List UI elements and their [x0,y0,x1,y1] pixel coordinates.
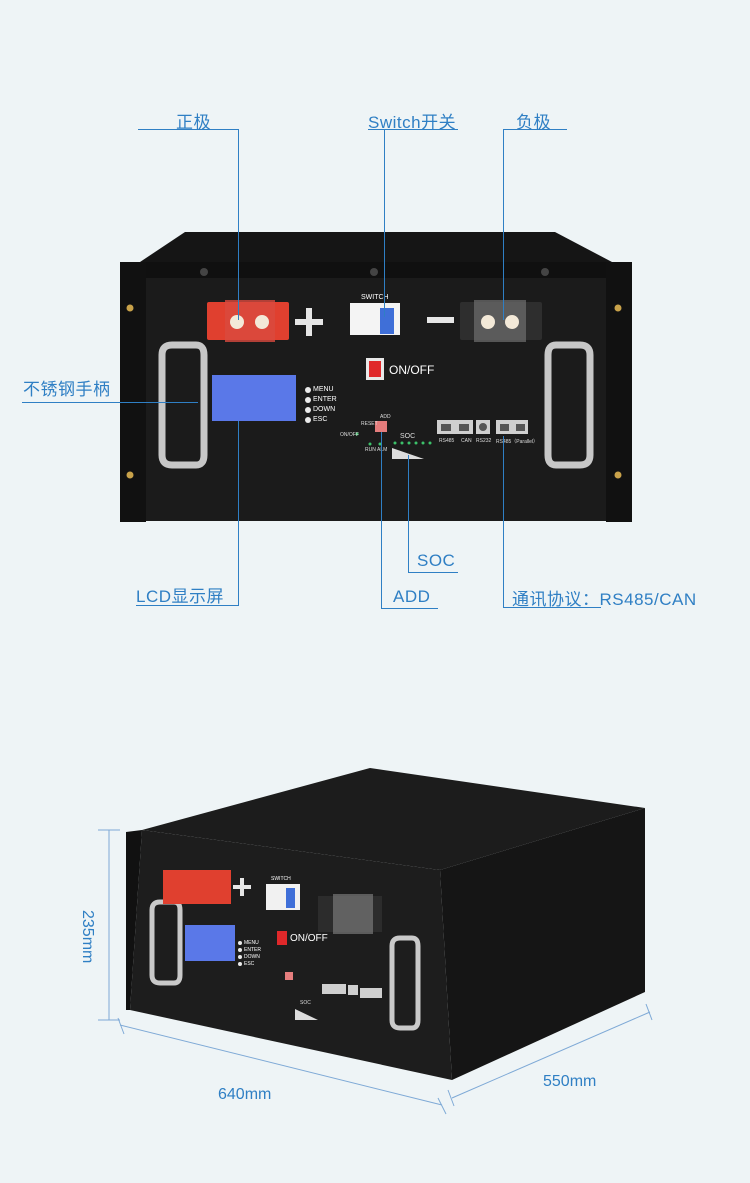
reset-label: RESET [361,421,378,427]
perspective-onoff-label: ON/OFF [290,933,328,944]
add-callout-line-v [381,432,382,609]
front-view-drawing [120,232,632,522]
port-rs485: RS485 [439,438,455,444]
negative-callout-line-v [503,129,504,320]
switch-text: SWITCH [361,294,389,301]
soc-label: SOC [400,433,416,440]
height-dimension: 235mm [79,910,96,964]
lcd-callout: LCD显示屏 [136,587,225,606]
positive-callout: 正极 [176,113,211,132]
onoff-label: ON/OFF [389,363,435,377]
onoff-small-label: ON/OFF [340,432,359,438]
enter-button[interactable]: ENTER [313,396,337,403]
soc-callout: SOC [417,551,456,570]
perspective-enter-button[interactable]: ENTER [244,947,261,953]
esc-button[interactable]: ESC [313,416,328,423]
run-label: RUN [365,447,376,453]
port-rs485-parallel: RS485（Parallel） [496,439,538,445]
negative-callout: 负极 [516,113,551,132]
soc-callout-line-v [408,455,409,573]
perspective-view: ON/OFF SWITCH MENU ENTER DOWN ESC SOC 23… [0,640,750,1183]
soc-callout-line-h [408,572,458,573]
add-callout: ADD [393,587,431,606]
perspective-down-button[interactable]: DOWN [244,954,260,960]
alm-label: ALM [377,447,388,453]
depth-dimension: 550mm [543,1073,597,1090]
port-rs232: RS232 [476,438,492,444]
switch-callout: Switch开关 [368,113,457,132]
perspective-soc-label: SOC [300,1000,311,1006]
menu-button[interactable]: MENU [313,386,334,393]
perspective-menu-button[interactable]: MENU [244,940,259,946]
comm-callout-line-v [503,436,504,608]
handle-callout-line [22,402,198,403]
perspective-drawing [98,768,653,1115]
switch-callout-line-v [384,129,385,317]
negative-callout-line-h [503,129,567,130]
add-label: ADD [380,414,391,420]
add-callout-line-h [381,608,438,609]
perspective-esc-button[interactable]: ESC [244,961,255,967]
lcd-callout-line-v [238,421,239,606]
lcd-callout-line-h [136,605,239,606]
positive-callout-line-v [238,129,239,320]
width-dimension: 640mm [218,1086,272,1103]
comm-callout-line-h [503,607,601,608]
positive-callout-line-h [138,129,239,130]
handle-callout: 不锈钢手柄 [23,380,111,399]
down-button[interactable]: DOWN [313,406,336,413]
perspective-switch-text: SWITCH [271,876,291,882]
port-can: CAN [461,438,472,444]
comm-callout: 通讯协议：RS485/CAN [512,590,697,609]
switch-callout-line-h [368,129,458,130]
front-view: SWITCH ON/OFF MENU ENTER DOWN ESC RESET … [22,113,697,609]
